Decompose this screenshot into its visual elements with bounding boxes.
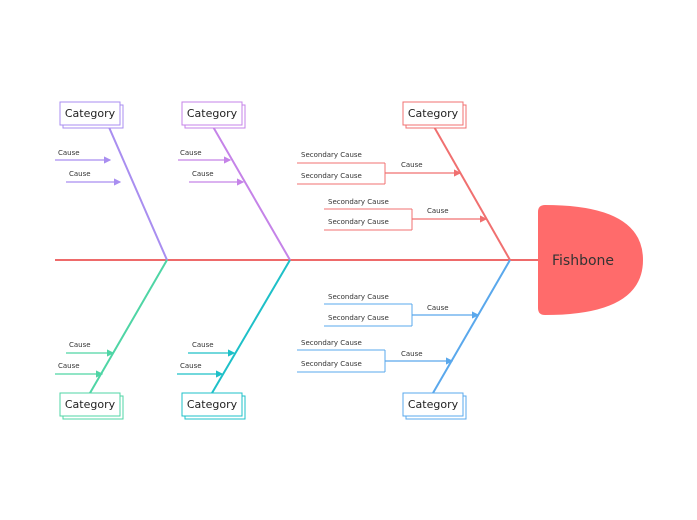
cause-label: Cause — [69, 341, 91, 349]
secondary-cause-label: Secondary Cause — [328, 218, 389, 226]
category-label: Category — [408, 107, 459, 120]
cause-label: Cause — [58, 149, 80, 157]
secondary-cause-label: Secondary Cause — [328, 293, 389, 301]
category-box-1[interactable] — [59, 101, 121, 126]
cause-label: Cause — [180, 362, 202, 370]
category-label: Category — [187, 398, 238, 411]
category-box-5[interactable] — [181, 392, 243, 417]
secondary-cause-label: Secondary Cause — [301, 172, 362, 180]
category-bone-3 — [432, 124, 511, 261]
cause-label: Cause — [401, 161, 423, 169]
fishbone-head-label: Fishbone — [552, 253, 614, 269]
cause-label: Cause — [401, 350, 423, 358]
category-group-1: Cause Cause Category — [55, 101, 168, 261]
category-bone-2 — [211, 124, 291, 261]
category-label: Category — [65, 398, 116, 411]
category-group-3: Secondary Cause Secondary Cause Cause Se… — [297, 101, 511, 261]
secondary-cause-label: Secondary Cause — [301, 360, 362, 368]
category-bone-4 — [89, 259, 168, 394]
cause-label: Cause — [427, 304, 449, 312]
category-label: Category — [408, 398, 459, 411]
cause-label: Cause — [427, 207, 449, 215]
category-group-5: Cause Cause Category — [177, 259, 291, 420]
category-group-4: Cause Cause Category — [55, 259, 168, 420]
cause-label: Cause — [180, 149, 202, 157]
secondary-cause-label: Secondary Cause — [328, 314, 389, 322]
cause-label: Cause — [192, 170, 214, 178]
secondary-cause-label: Secondary Cause — [301, 151, 362, 159]
category-bone-1 — [107, 124, 168, 261]
fishbone-head-shape — [538, 205, 643, 315]
secondary-cause-label: Secondary Cause — [301, 339, 362, 347]
category-bone-5 — [211, 259, 291, 394]
cause-label: Cause — [192, 341, 214, 349]
category-box-6[interactable] — [402, 392, 464, 417]
cause-label: Cause — [58, 362, 80, 370]
secondary-cause-label: Secondary Cause — [328, 198, 389, 206]
category-label: Category — [187, 107, 238, 120]
category-box-3[interactable] — [402, 101, 464, 126]
category-group-2: Cause Cause Category — [178, 101, 291, 261]
cause-label: Cause — [69, 170, 91, 178]
category-group-6: Secondary Cause Secondary Cause Cause Se… — [297, 259, 511, 420]
category-box-4[interactable] — [59, 392, 121, 417]
category-box-2[interactable] — [181, 101, 243, 126]
category-bone-6 — [432, 259, 511, 394]
category-label: Category — [65, 107, 116, 120]
